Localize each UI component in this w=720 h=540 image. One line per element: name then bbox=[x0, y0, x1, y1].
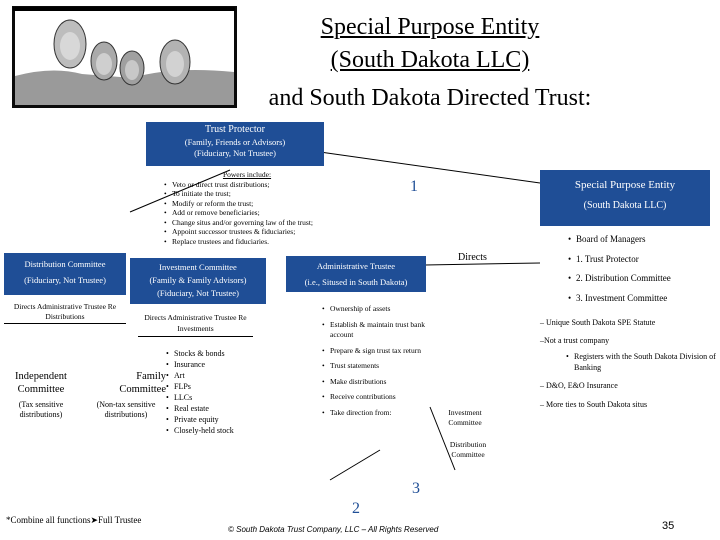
label-number-2: 2 bbox=[352, 500, 360, 517]
spe-title: Special Purpose Entity bbox=[574, 179, 676, 191]
investment-committee-subtitle: (Family & Family Advisors) bbox=[149, 275, 247, 285]
spe-member-item: 2. Distribution Committee bbox=[568, 269, 718, 289]
administrative-trustee-subtitle: (i.e., Sitused in South Dakota) bbox=[304, 277, 408, 287]
asset-item: Closely-held stock bbox=[166, 425, 266, 436]
distribution-committee-small-label: Distribution Committee bbox=[449, 440, 487, 459]
investment-committee-small-label: Investment Committee bbox=[448, 408, 482, 427]
duty-item: Receive contributions bbox=[322, 392, 430, 403]
investment-committee-fiduciary: (Fiduciary, Not Trustee) bbox=[157, 288, 239, 298]
trust-protector-box: Trust Protector (Family, Friends or Advi… bbox=[146, 122, 324, 166]
duty-item: Prepare & sign trust tax return bbox=[322, 346, 430, 357]
asset-item: Stocks & bonds bbox=[166, 348, 266, 359]
page-number: 35 bbox=[662, 520, 675, 532]
duty-item: Take direction from: bbox=[322, 408, 430, 419]
spe-note: –Not a trust company bbox=[540, 335, 610, 345]
spe-box: Special Purpose Entity (South Dakota LLC… bbox=[540, 170, 710, 226]
title-line-2: (South Dakota LLC) bbox=[330, 47, 530, 73]
spe-member-item: 3. Investment Committee bbox=[568, 289, 718, 309]
family-committee-subtitle: Committee bbox=[119, 384, 166, 395]
asset-item: FLPs bbox=[166, 381, 266, 392]
connector-directs-3 bbox=[429, 406, 456, 471]
family-committee-note: (Non-tax sensitive distributions) bbox=[96, 400, 156, 419]
title-line-1: Special Purpose Entity bbox=[320, 14, 540, 40]
asset-item: Art bbox=[166, 370, 266, 381]
asset-item: Insurance bbox=[166, 359, 266, 370]
independent-committee: Independent Committee (Tax sensitive dis… bbox=[6, 370, 76, 420]
spe-notes: – Unique South Dakota SPE Statute –Not a… bbox=[540, 318, 716, 410]
administrative-trustee-title: Administrative Trustee bbox=[316, 261, 396, 271]
asset-item: LLCs bbox=[166, 392, 266, 403]
arrow-right-icon: ➤ bbox=[90, 516, 99, 526]
title-line-3: and South Dakota Directed Trust: bbox=[268, 85, 592, 111]
distribution-committee-title: Distribution Committee bbox=[24, 259, 106, 269]
spe-member-item: 1. Trust Protector bbox=[568, 250, 718, 270]
asset-item: Real estate bbox=[166, 403, 266, 414]
combine-functions-note: *Combine all functions➤Full Trustee bbox=[6, 514, 141, 527]
copyright-notice: © South Dakota Trust Company, LLC – All … bbox=[228, 525, 439, 534]
spe-members-list: Board of Managers 1. Trust Protector 2. … bbox=[568, 230, 718, 308]
family-committee-title: Family bbox=[136, 371, 166, 382]
power-item: Veto or direct trust distributions; bbox=[164, 180, 330, 190]
spe-subtitle: (South Dakota LLC) bbox=[583, 200, 667, 211]
mount-rushmore-image bbox=[12, 6, 237, 108]
assets-list: Stocks & bonds Insurance Art FLPs LLCs R… bbox=[166, 348, 266, 436]
full-trustee-text: Full Trustee bbox=[98, 515, 142, 525]
power-item: Replace trustees and fiduciaries. bbox=[164, 237, 330, 247]
power-item: Change situs and/or governing law of the… bbox=[164, 218, 330, 228]
independent-committee-note: (Tax sensitive distributions) bbox=[18, 400, 64, 419]
duty-item: Trust statements bbox=[322, 361, 430, 372]
label-number-3: 3 bbox=[412, 480, 420, 497]
power-item: To initiate the trust; bbox=[164, 189, 330, 199]
power-item: Appoint successor trustees & fiduciaries… bbox=[164, 227, 330, 237]
spe-note: – D&O, E&O Insurance bbox=[540, 381, 618, 390]
mount-rushmore-logo bbox=[12, 6, 237, 108]
independent-committee-title: Independent bbox=[15, 371, 67, 382]
powers-heading: Powers include: bbox=[222, 170, 272, 179]
label-directs: Directs bbox=[458, 252, 487, 263]
trust-protector-name: Trust Protector bbox=[205, 124, 265, 135]
duty-item: Establish & maintain trust bank account bbox=[322, 320, 430, 341]
investment-committee-title: Investment Committee bbox=[159, 262, 237, 272]
distribution-committee-note: Directs Administrative Trustee Re Distri… bbox=[4, 302, 126, 324]
spe-member-item: Board of Managers bbox=[568, 230, 718, 250]
connector-directs-2 bbox=[329, 449, 381, 481]
trust-protector-fiduciary: (Fiduciary, Not Trustee) bbox=[194, 148, 276, 158]
connector-admin-to-spe bbox=[424, 262, 541, 266]
distribution-committee-subtitle: (Fiduciary, Not Trustee) bbox=[24, 275, 106, 285]
power-item: Add or remove beneficiaries; bbox=[164, 208, 330, 218]
connector-protector-to-spe bbox=[319, 151, 541, 184]
power-item: Modify or reform the trust; bbox=[164, 199, 330, 209]
investment-committee-box: Investment Committee (Family & Family Ad… bbox=[130, 258, 266, 304]
combine-functions-text: *Combine all functions bbox=[6, 515, 91, 525]
administrative-trustee-duties: Ownership of assets Establish & maintain… bbox=[322, 304, 430, 418]
spe-note: Registers with the South Dakota Division… bbox=[566, 352, 716, 373]
independent-committee-subtitle: Committee bbox=[17, 384, 65, 395]
powers-list: Powers include: Veto or direct trust dis… bbox=[164, 170, 330, 246]
spe-note: – More ties to South Dakota situs bbox=[540, 399, 648, 409]
duty-item: Make distributions bbox=[322, 377, 430, 388]
asset-item: Private equity bbox=[166, 414, 266, 425]
distribution-committee-box: Distribution Committee (Fiduciary, Not T… bbox=[4, 253, 126, 295]
spe-note: – Unique South Dakota SPE Statute bbox=[540, 318, 656, 327]
administrative-trustee-box: Administrative Trustee (i.e., Sitused in… bbox=[286, 256, 426, 292]
family-committee: Family Committee (Non-tax sensitive dist… bbox=[86, 370, 166, 420]
duty-item: Ownership of assets bbox=[322, 304, 430, 315]
trust-protector-subtitle: (Family, Friends or Advisors) bbox=[184, 137, 286, 147]
label-number-1: 1 bbox=[410, 178, 418, 195]
investment-committee-note: Directs Administrative Trustee Re Invest… bbox=[138, 312, 253, 337]
